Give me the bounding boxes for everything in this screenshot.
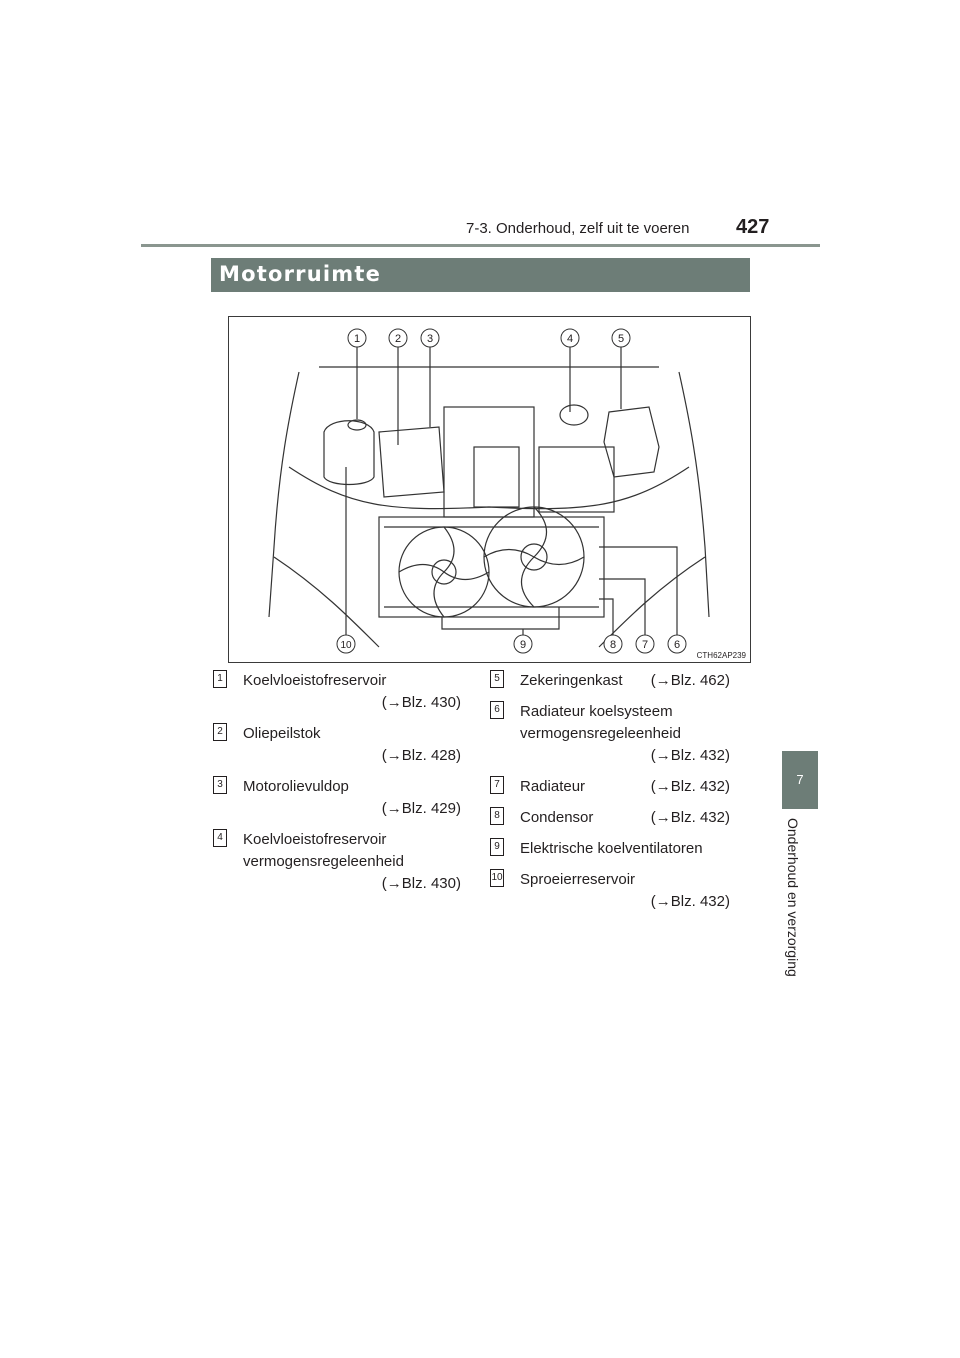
legend-label: Motorolievuldop [243,778,349,795]
callout-label: 5 [618,333,624,345]
legend-page-ref[interactable]: (→Blz. 432) [650,778,730,795]
callout-9: 9 [513,634,533,654]
legend-page-ref[interactable]: (→Blz. 462) [650,672,730,689]
legend-number: 5 [490,670,504,688]
callout-label: 9 [520,639,526,651]
callout-6: 6 [667,634,687,654]
page-number: 427 [736,216,770,238]
legend-number: 7 [490,776,504,794]
legend-number: 1 [213,670,227,688]
legend-right-column: 5 Zekeringenkast (→Blz. 462) 6 Radiateur… [490,670,730,922]
legend-number: 3 [213,776,227,794]
callout-3: 3 [420,328,440,348]
header-section-title: 7-3. Onderhoud, zelf uit te voeren [466,220,690,237]
legend-item: 5 Zekeringenkast (→Blz. 462) [490,670,730,692]
header-divider [141,244,820,247]
legend-page-ref[interactable]: (→Blz. 430) [381,694,461,711]
legend-label: Oliepeilstok [243,725,321,742]
callout-label: 10 [340,640,352,651]
legend-page-ref[interactable]: (→Blz. 429) [381,800,461,817]
legend-page-ref[interactable]: (→Blz. 432) [650,747,730,764]
callout-label: 4 [567,333,573,345]
callout-10: 10 [336,634,356,654]
callout-label: 6 [674,639,680,651]
legend-item: 9 Elektrische koelventilatoren [490,838,730,860]
callout-8: 8 [603,634,623,654]
legend-label: Condensor [520,809,594,826]
chapter-side-label: Onderhoud en verzorging [785,818,801,977]
figure-code: CTH62AP239 [696,651,746,660]
section-banner: Motorruimte [211,258,750,292]
legend-page-ref[interactable]: (→Blz. 432) [650,809,730,826]
callout-4: 4 [560,328,580,348]
chapter-tab: 7 [782,751,818,809]
legend-number: 2 [213,723,227,741]
legend-item: 1 Koelvloeistofreservoir (→Blz. 430) [213,670,461,714]
legend-left-column: 1 Koelvloeistofreservoir (→Blz. 430) 2 O… [213,670,461,904]
legend-number: 10 [490,869,504,887]
legend-number: 8 [490,807,504,825]
legend-page-ref[interactable]: (→Blz. 432) [650,893,730,910]
legend-label: Sproeierreservoir [520,871,636,888]
legend-item: 3 Motorolievuldop (→Blz. 429) [213,776,461,820]
callout-5: 5 [611,328,631,348]
legend-label: Koelvloeistofreservoir vermogensregeleen… [243,831,404,870]
legend-label: Radiateur koelsysteem vermogensregeleenh… [520,703,681,742]
legend-item: 8 Condensor (→Blz. 432) [490,807,730,829]
engine-bay-illustration [268,346,710,648]
callout-label: 7 [642,639,648,651]
legend-item: 7 Radiateur (→Blz. 432) [490,776,730,798]
legend-page-ref[interactable]: (→Blz. 428) [381,747,461,764]
callout-label: 3 [427,333,433,345]
legend-item: 4 Koelvloeistofreservoir vermogensregele… [213,829,461,895]
legend-number: 4 [213,829,227,847]
callout-2: 2 [388,328,408,348]
legend-item: 6 Radiateur koelsysteem vermogensregelee… [490,701,730,767]
legend-label: Zekeringenkast [520,672,623,689]
legend-label: Koelvloeistofreservoir [243,672,387,689]
section-title: Motorruimte [219,262,382,286]
legend-page-ref[interactable]: (→Blz. 430) [381,875,461,892]
legend-label: Radiateur [520,778,586,795]
callout-label: 1 [354,333,360,345]
legend-item: 10 Sproeierreservoir (→Blz. 432) [490,869,730,913]
callout-label: 2 [395,333,401,345]
legend-label: Elektrische koelventilatoren [520,840,703,857]
legend-number: 6 [490,701,504,719]
legend-item: 2 Oliepeilstok (→Blz. 428) [213,723,461,767]
callout-label: 8 [610,639,616,651]
callout-1: 1 [347,328,367,348]
callout-7: 7 [635,634,655,654]
engine-bay-figure: 1 2 3 4 5 6 7 8 [228,316,751,663]
legend-number: 9 [490,838,504,856]
figure-callouts: 1 2 3 4 5 6 7 8 [336,328,687,654]
